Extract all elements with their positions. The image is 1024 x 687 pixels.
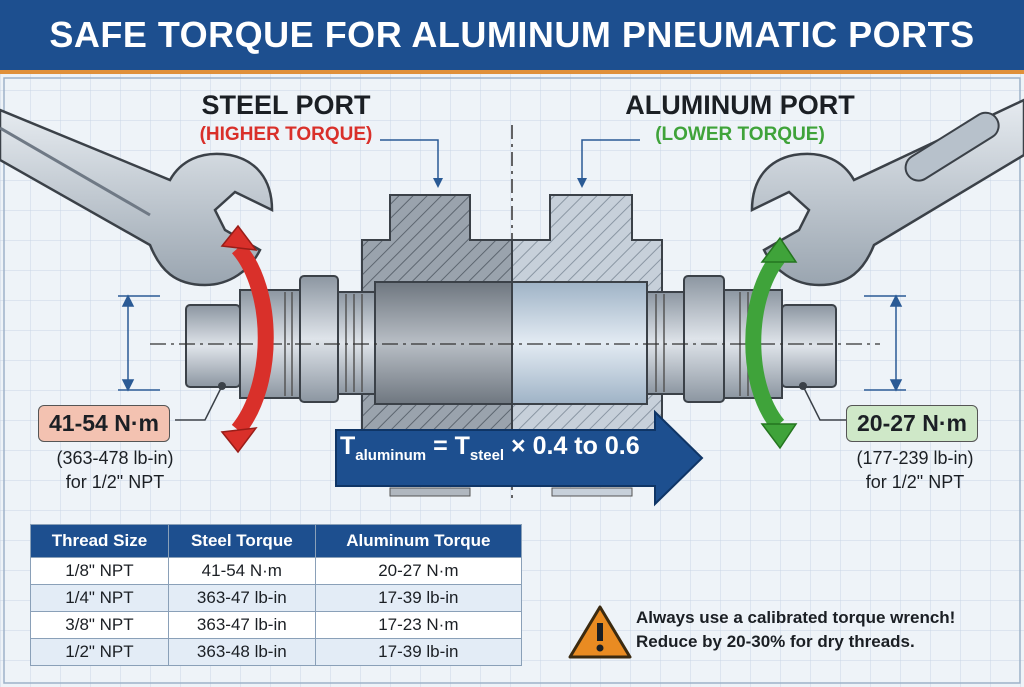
- header-banner: SAFE TORQUE FOR ALUMINUM PNEUMATIC PORTS: [0, 0, 1024, 74]
- torque-formula: Taluminum = Tsteel × 0.4 to 0.6: [340, 432, 640, 464]
- formula-arrow: [335, 409, 704, 507]
- formula-rhs-sub: steel: [469, 447, 505, 464]
- steel-torque-note: (363-478 lb-in) for 1/2" NPT: [20, 446, 210, 494]
- table-cell: 363-47 lb-in: [167, 611, 316, 639]
- aluminum-port-subtitle: (LOWER TORQUE): [655, 124, 825, 145]
- table-cell: 1/4" NPT: [30, 584, 169, 612]
- table-cell: 17-39 lb-in: [314, 584, 523, 612]
- formula-rhs: T: [454, 432, 470, 460]
- left-dimension-marker: [118, 294, 160, 392]
- table-row: 1/8" NPT 41-54 N·m 20-27 N·m: [30, 557, 523, 585]
- table-cell: 3/8" NPT: [30, 611, 169, 639]
- right-dimension-marker: [864, 294, 906, 392]
- left-wrench-icon: [0, 108, 274, 287]
- steel-torque-arrow: [220, 224, 274, 454]
- aluminum-torque-badge: 20-27 N·m: [846, 405, 978, 442]
- aluminum-torque-arrow: [745, 236, 798, 450]
- warning-triangle-icon: [568, 605, 632, 659]
- aluminum-torque-note: (177-239 lb-in) for 1/2" NPT: [820, 446, 1010, 494]
- table-header-thread: Thread Size: [30, 524, 169, 558]
- table-cell: 41-54 N·m: [167, 557, 316, 585]
- steel-torque-lbin: (363-478 lb-in): [56, 448, 174, 468]
- warning-line-2: Reduce by 20-30% for dry threads.: [636, 632, 915, 651]
- table-cell: 363-47 lb-in: [167, 584, 316, 612]
- right-wrench-icon: [750, 98, 1024, 287]
- formula-factor: × 0.4 to 0.6: [504, 432, 640, 460]
- torque-table: Thread Size Steel Torque Aluminum Torque…: [30, 524, 523, 666]
- aluminum-port-body: [511, 194, 663, 433]
- table-header-steel: Steel Torque: [167, 524, 316, 558]
- table-row: 3/8" NPT 363-47 lb-in 17-23 N·m: [30, 611, 523, 639]
- table-cell: 1/2" NPT: [30, 638, 169, 666]
- table-cell: 17-39 lb-in: [314, 638, 523, 666]
- warning-message: Always use a calibrated torque wrench! R…: [636, 606, 955, 654]
- page-title: SAFE TORQUE FOR ALUMINUM PNEUMATIC PORTS: [49, 14, 975, 55]
- table-row: 1/2" NPT 363-48 lb-in 17-39 lb-in: [30, 638, 523, 666]
- aluminum-port-title: ALUMINUM PORT: [625, 90, 855, 120]
- table-header-row: Thread Size Steel Torque Aluminum Torque: [30, 524, 523, 558]
- steel-port-body: [361, 194, 513, 433]
- aluminum-torque-size: for 1/2" NPT: [865, 472, 965, 492]
- aluminum-torque-lbin: (177-239 lb-in): [856, 448, 974, 468]
- steel-port-title: STEEL PORT: [201, 90, 371, 120]
- formula-lhs-sub: aluminum: [355, 447, 427, 464]
- steel-torque-badge: 41-54 N·m: [38, 405, 170, 442]
- table-row: 1/4" NPT 363-47 lb-in 17-39 lb-in: [30, 584, 523, 612]
- table-cell: 1/8" NPT: [30, 557, 169, 585]
- table-cell: 363-48 lb-in: [167, 638, 316, 666]
- formula-lhs: T: [340, 432, 356, 460]
- steel-torque-size: for 1/2" NPT: [65, 472, 165, 492]
- table-cell: 17-23 N·m: [314, 611, 523, 639]
- table-cell: 20-27 N·m: [314, 557, 523, 585]
- table-header-aluminum: Aluminum Torque: [314, 524, 523, 558]
- warning-line-1: Always use a calibrated torque wrench!: [636, 608, 956, 627]
- formula-equals: =: [426, 432, 455, 460]
- steel-port-subtitle: (HIGHER TORQUE): [199, 124, 373, 145]
